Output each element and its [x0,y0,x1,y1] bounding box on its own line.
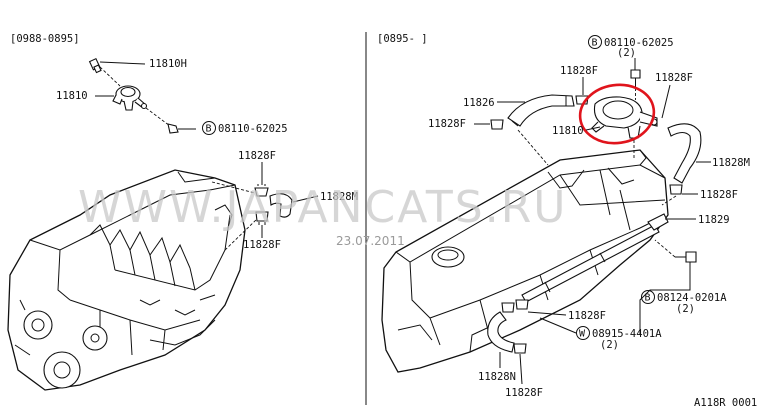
cylinder-head-right [381,149,669,373]
bolt-left[interactable] [167,123,196,134]
part-11810h[interactable] [88,57,102,74]
label-clamp-bottom-right: 11828F [505,387,543,399]
label-clamp-bottom-left: 11828F [243,239,281,251]
label-bolt-right-top: 08110-62025 [604,37,674,49]
bolt-symbol-left-text: B [206,124,212,135]
date-stamp: 23.07.2011 [336,234,405,248]
washer-symbol-text: W [579,329,586,340]
hose-11828n[interactable] [487,311,515,353]
label-bolt-right: 08124-0201A [657,292,727,304]
label-11810-left: 11810 [56,90,88,102]
clamp-lower-right-panel[interactable] [501,299,529,313]
bolt-symbol-left [202,121,216,135]
label-clamp-right: 11828F [700,189,738,201]
highlight-ring [578,83,656,145]
left-range-label: [0988-0895] [10,33,80,45]
part-11810-left[interactable] [112,85,148,111]
clamp-top-left[interactable] [254,184,269,197]
label-washer: 08915-4401A [592,328,662,340]
label-pipe: 11829 [698,214,730,226]
bolt-right[interactable] [675,251,697,263]
clamp-bottom-right-panel[interactable] [513,343,527,354]
hose-11826[interactable] [507,94,575,127]
bolt-symbol-right-top [588,35,602,49]
label-hose-right: 11828M [712,157,750,169]
hose-11828m-left[interactable] [269,193,293,218]
right-range-label: [0895- ] [377,33,428,45]
label-clamp-upper-right: 11828F [655,72,693,84]
clamp-right-right-panel[interactable] [669,184,683,195]
bolt-symbol-right [641,290,655,304]
label-11810-right: 11810 [552,125,584,137]
label-bolt-right-qty: (2) [676,303,695,315]
label-hose-left: 11828M [320,191,358,203]
clamp-bottom-left[interactable] [255,211,269,225]
engine-block-left [7,169,246,391]
label-clamp-lower: 11828F [568,310,606,322]
label-bolt-right-top-qty: (2) [617,47,636,59]
clamp-left-right-panel[interactable] [490,119,504,130]
label-11810h: 11810H [149,58,187,70]
label-clamp-top-left: 11828F [238,150,276,162]
left-panel: [0988-0895] 11810H 11810 B 08110-62025 [7,33,358,391]
watermark: WWW.JAPANCATS.RU [78,182,567,233]
label-hose-11826: 11826 [463,97,495,109]
bolt-symbol-right-text: B [645,293,651,304]
label-clamp-left-right-panel: 11828F [428,118,466,130]
figure-code: A118R 0001 [694,397,757,409]
part-11810-right[interactable] [591,96,658,139]
washer-symbol [576,326,590,340]
label-clamp-upper-left: 11828F [560,65,598,77]
hose-11828m-right[interactable] [667,123,702,184]
bolt-right-top[interactable] [630,69,641,88]
label-washer-qty: (2) [600,339,619,351]
label-hose-bottom: 11828N [478,371,516,383]
bolt-symbol-right-top-text: B [592,38,598,49]
right-panel: [0895- ] B 08110-62025 (2) 11828F 11828F… [377,33,750,399]
label-bolt-left: 08110-62025 [218,123,288,135]
